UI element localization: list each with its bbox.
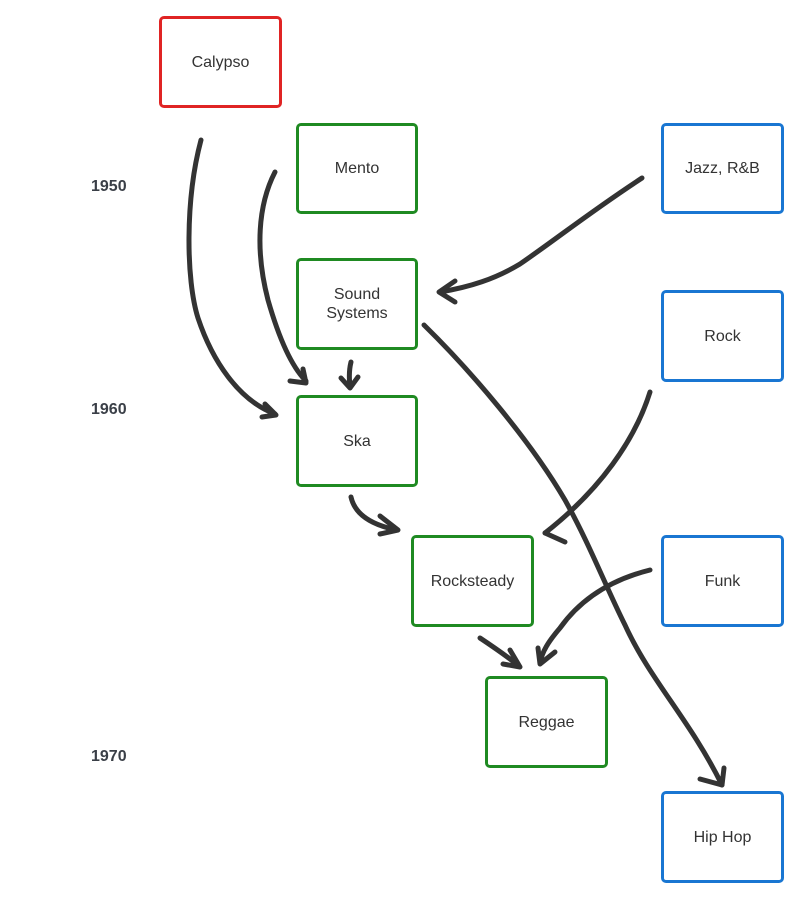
node-jazz-rb-label: Jazz, R&B [685,160,760,177]
node-rock[interactable]: Rock [661,290,784,382]
edge-jazz-soundsystems [436,175,645,305]
edge-soundsystems-ska [338,359,361,391]
edge-rock-rocksteady [542,389,653,545]
node-hip-hop-label: Hip Hop [693,828,752,846]
node-hip-hop[interactable]: Hip Hop [661,791,784,883]
node-rocksteady-label: Rocksteady [430,572,515,590]
node-reggae[interactable]: Reggae [485,676,608,768]
edge-calypso-ska [186,137,279,420]
node-ska-label: Ska [343,432,371,450]
node-rocksteady[interactable]: Rocksteady [411,535,534,627]
node-sound-systems-label: Sound Systems [326,286,388,322]
node-sound-systems[interactable]: Sound Systems [296,258,418,350]
node-jazz-rb[interactable]: Jazz, R&B [661,123,784,214]
year-label-1960: 1960 [91,401,127,418]
node-mento[interactable]: Mento [296,123,418,214]
node-reggae-label: Reggae [518,713,575,731]
year-label-1950: 1950 [91,178,127,195]
node-ska[interactable]: Ska [296,395,418,487]
edge-rocksteady-reggae [477,635,523,670]
node-rock-label: Rock [704,327,741,345]
node-calypso[interactable]: Calypso [159,16,282,108]
edge-funk-reggae [535,567,653,667]
node-funk-label: Funk [704,572,741,590]
year-label-1970: 1970 [91,748,127,765]
edge-ska-rocksteady [348,494,401,537]
node-calypso-label: Calypso [191,53,250,71]
node-mento-label: Mento [334,160,380,177]
node-funk[interactable]: Funk [661,535,784,627]
